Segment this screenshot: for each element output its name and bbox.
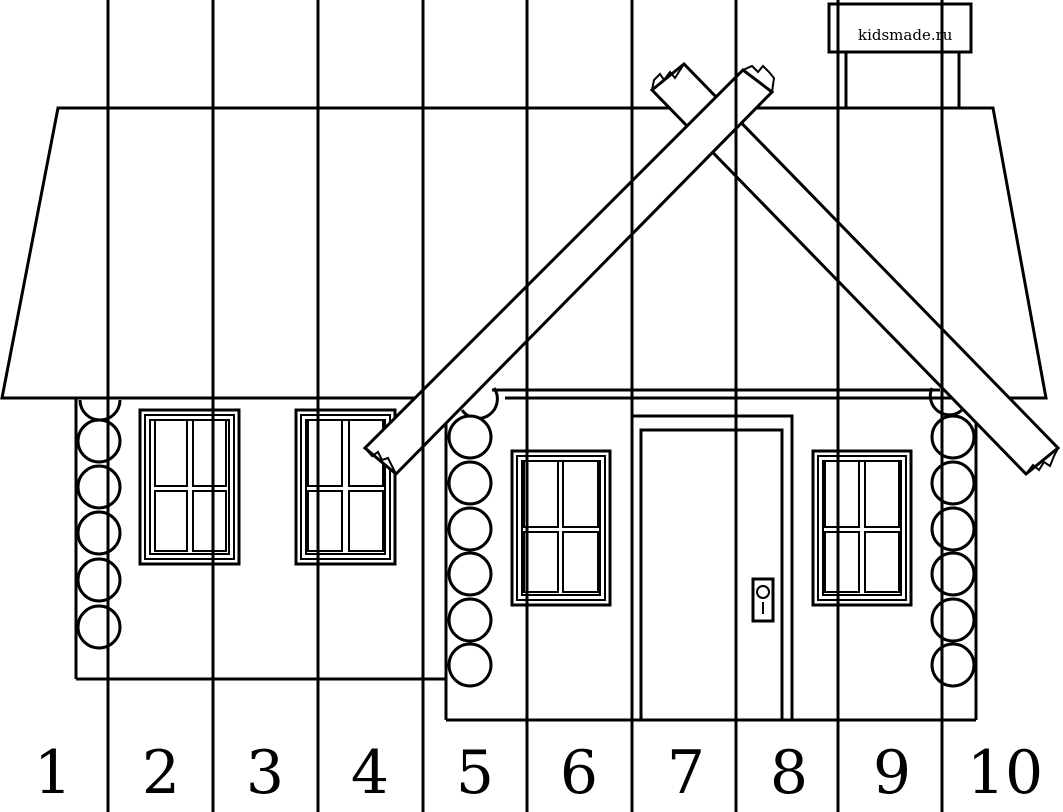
watermark-text: kidsmade.ru [858,26,953,44]
strip-number-7: 7 [667,738,705,808]
strip-number-3: 3 [246,738,284,808]
strip-number-6: 6 [560,738,598,808]
front-window-right [811,449,913,607]
strip-number-5: 5 [456,738,494,808]
strip-number-8: 8 [770,738,808,808]
front-window-left [510,449,612,607]
strip-number-1: 1 [34,738,72,808]
strip-dividers [106,0,944,812]
strip-number-10: 10 [967,738,1043,808]
front-door [630,414,794,720]
strip-number-4: 4 [351,738,389,808]
chimney: kidsmade.ru [827,2,973,110]
main-roof [0,106,1048,400]
left-window-1 [138,408,241,566]
roof-beams [362,61,1061,477]
strip-numbers: 1 2 3 4 5 6 7 8 9 10 [34,738,1043,808]
strip-number-2: 2 [142,738,180,808]
strip-number-9: 9 [873,738,911,808]
